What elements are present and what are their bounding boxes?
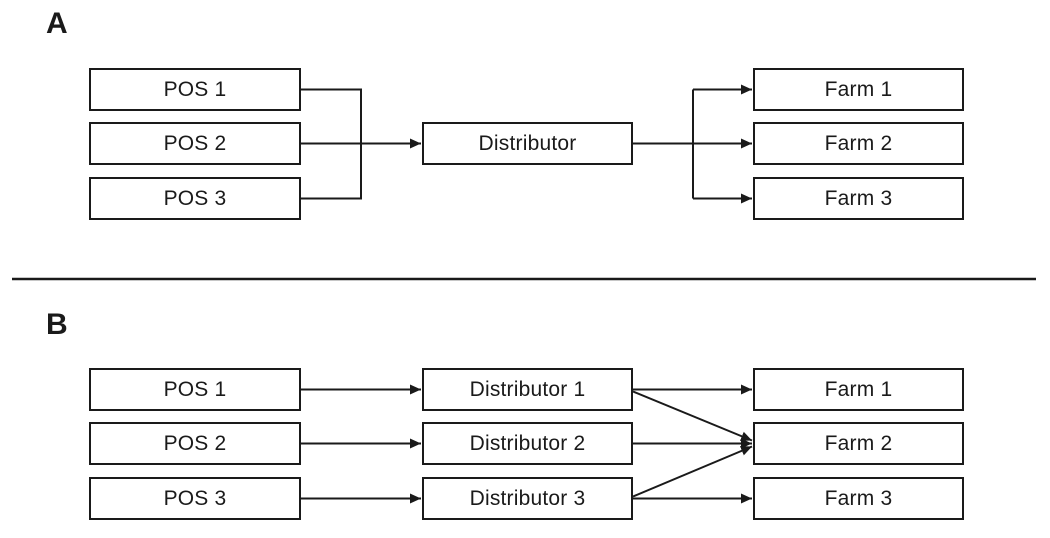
edge-b-distributor3-farm2 <box>632 445 753 498</box>
node-a-farm-2: Farm 2 <box>753 122 964 165</box>
node-a-pos-3: POS 3 <box>89 177 301 220</box>
node-b-distributor-2: Distributor 2 <box>422 422 633 465</box>
panel-b-label: B <box>46 308 68 341</box>
node-a-farm-3: Farm 3 <box>753 177 964 220</box>
node-b-pos-3: POS 3 <box>89 477 301 520</box>
node-b-distributor-1: Distributor 1 <box>422 368 633 411</box>
node-a-distributor: Distributor <box>422 122 633 165</box>
node-a-farm-1: Farm 1 <box>753 68 964 111</box>
node-b-distributor-3: Distributor 3 <box>422 477 633 520</box>
edge-b-distributor1-farm2 <box>632 390 753 442</box>
node-b-farm-1: Farm 1 <box>753 368 964 411</box>
node-b-farm-2: Farm 2 <box>753 422 964 465</box>
node-a-pos-2: POS 2 <box>89 122 301 165</box>
node-b-pos-1: POS 1 <box>89 368 301 411</box>
node-b-pos-2: POS 2 <box>89 422 301 465</box>
node-a-pos-1: POS 1 <box>89 68 301 111</box>
node-b-farm-3: Farm 3 <box>753 477 964 520</box>
panel-a-label: A <box>46 7 68 40</box>
